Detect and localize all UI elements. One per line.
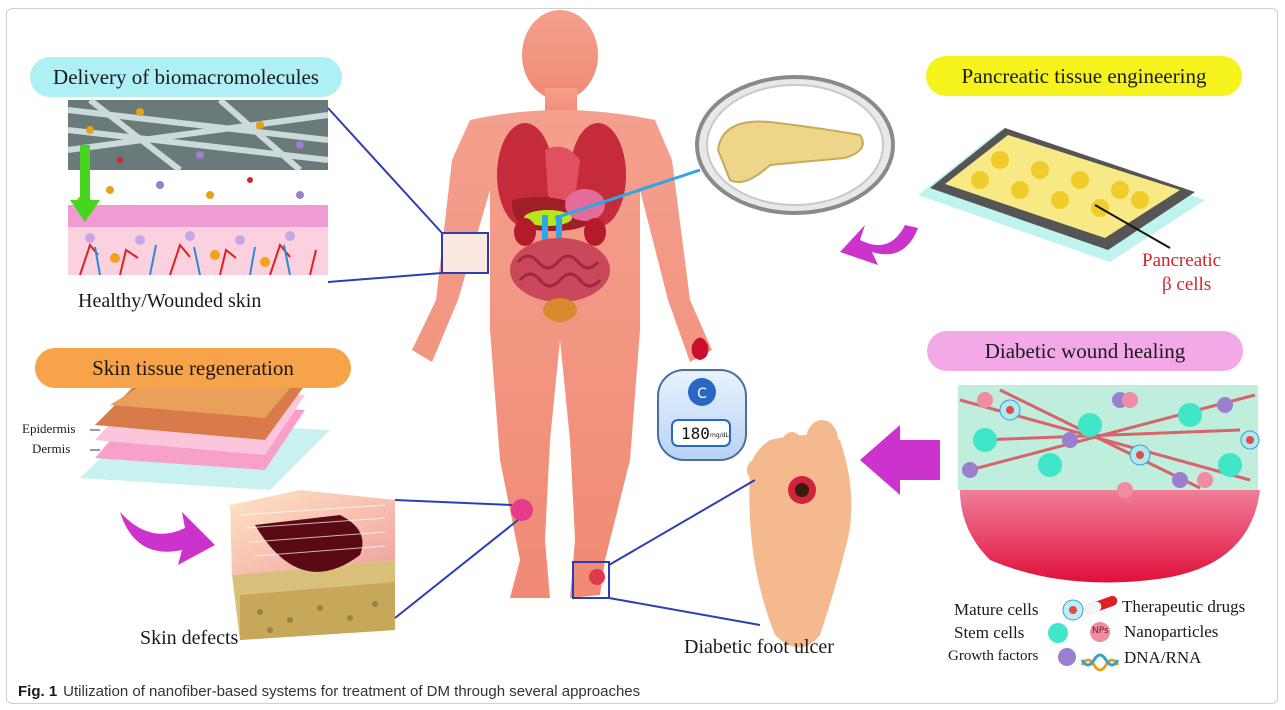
skin-regen-title: Skin tissue regeneration — [35, 348, 351, 388]
foot-wound — [589, 569, 605, 585]
legend-nanoparticles: Nanoparticles — [1124, 622, 1218, 642]
figure-caption: Fig. 1 Utilization of nanofiber-based sys… — [18, 683, 640, 700]
legend-mature-cells: Mature cells — [954, 600, 1039, 620]
legend-stem-cells: Stem cells — [954, 623, 1024, 643]
pancreatic-title: Pancreatic tissue engineering — [926, 56, 1242, 96]
arrow-icon — [860, 425, 940, 495]
healthy-skin-label: Healthy/Wounded skin — [78, 290, 261, 313]
skin-layers — [80, 375, 330, 490]
glucose-unit: mg/dL — [710, 432, 729, 439]
bladder — [543, 298, 577, 322]
arrow-icon — [840, 225, 918, 265]
stem-cell-icon — [1048, 623, 1068, 643]
right-kidney — [584, 218, 606, 246]
wound-scaffold — [958, 385, 1260, 583]
foot — [747, 420, 851, 648]
figure-number: Fig. 1 — [18, 683, 57, 700]
pancreatic-cells-label-2: β cells — [1162, 274, 1211, 296]
legend-therapeutic-drugs: Therapeutic drugs — [1122, 597, 1245, 617]
growth-factor-icon — [1058, 648, 1076, 666]
legend-nps-label: NPs — [1092, 626, 1109, 636]
delivery-title: Delivery of biomacromolecules — [30, 57, 342, 97]
skin-defect-cube — [230, 490, 395, 640]
skin-defects-label: Skin defects — [140, 627, 238, 650]
legend-dna-rna: DNA/RNA — [1124, 648, 1201, 668]
wound-title: Diabetic wound healing — [927, 331, 1243, 371]
left-kidney — [514, 218, 536, 246]
delivery-panel — [68, 100, 328, 275]
head — [522, 10, 598, 100]
epidermis-label: Epidermis — [22, 421, 75, 437]
foot-ulcer-label: Diabetic foot ulcer — [684, 636, 834, 659]
arrow-icon — [120, 512, 215, 565]
knee-wound — [511, 499, 533, 521]
pancreatic-scaffold — [918, 128, 1205, 262]
legend-growth-factors: Growth factors — [948, 648, 1038, 665]
dermis-label: Dermis — [32, 441, 70, 457]
pancreatic-cells-label-1: Pancreatic — [1142, 250, 1221, 272]
intestines — [510, 238, 610, 302]
svg-text:C: C — [697, 386, 707, 402]
caption-text: Utilization of nanofiber-based systems f… — [63, 683, 640, 700]
pancreas-dish — [697, 77, 893, 213]
glucose-reading: 180 — [681, 424, 710, 443]
